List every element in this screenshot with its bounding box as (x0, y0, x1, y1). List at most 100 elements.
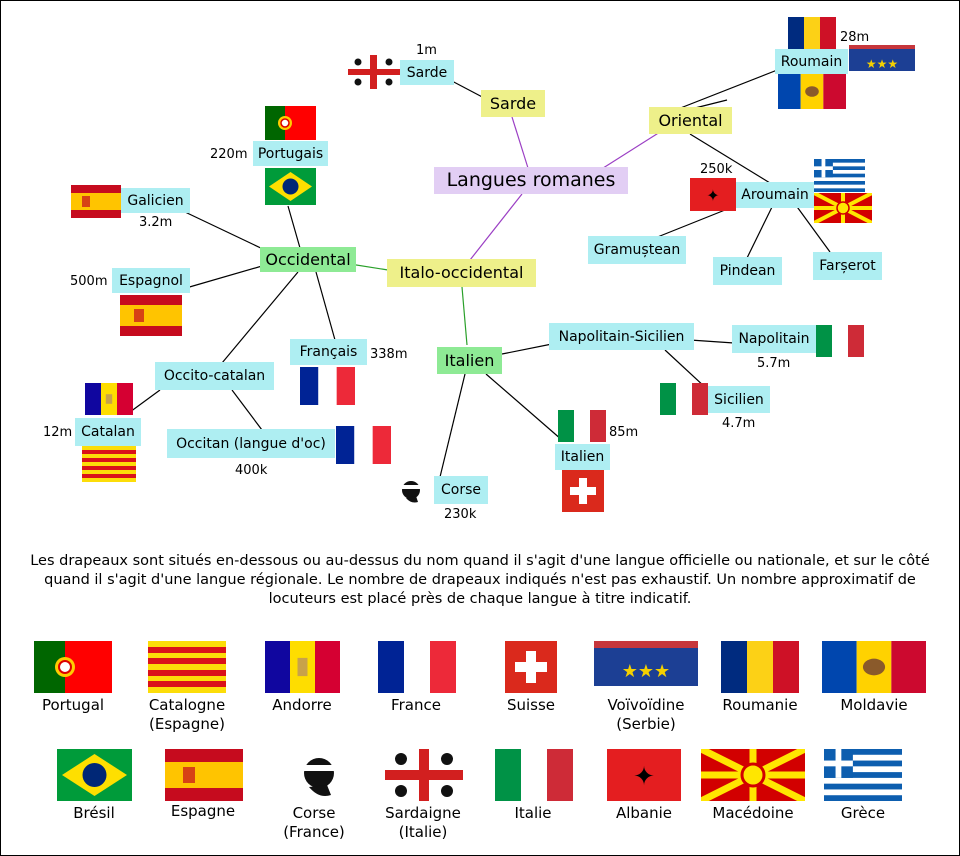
legend-label-bresil: Brésil (73, 804, 115, 822)
edge-occidental-occitocatalan (221, 271, 299, 364)
svg-text:✦: ✦ (706, 186, 719, 205)
legend-greece-flag-icon (824, 749, 902, 801)
edge-occidental-galicien (184, 211, 266, 251)
green-edges (349, 263, 468, 346)
legend-label-italie: Italie (514, 804, 552, 822)
lang-occito-catalan: Occito-catalan (155, 362, 274, 390)
legend-corsica-flag-icon (293, 749, 345, 801)
speakers-espagnol: 500m (70, 274, 108, 289)
catalonia-flag-icon (82, 446, 136, 482)
italy-flag-icon (816, 325, 864, 357)
edge-occidental-espagnol (185, 265, 263, 289)
lang-aroumain: Aroumain (736, 182, 814, 208)
vojvodina-flag-icon: ★★★ (849, 45, 915, 75)
legend-label-suisse: Suisse (506, 696, 556, 714)
lang-gramustean: Gramuștean (588, 236, 686, 264)
legend-label-corse: Corse (France) (283, 804, 345, 841)
speakers-napolitain: 5.7m (757, 356, 791, 371)
lang-galicien: Galicien (121, 188, 190, 213)
macedonia-flag-icon (814, 193, 872, 223)
legend-catalonia-flag-icon (148, 641, 226, 693)
root-edges (469, 116, 661, 261)
lang-sarde: Sarde (400, 60, 454, 85)
legend-andorra-flag-icon (265, 641, 340, 693)
edge-aroumain-pindean (746, 204, 774, 259)
explanatory-note: Les drapeaux sont situés en-dessous ou a… (30, 553, 930, 607)
lang-francais: Français (290, 339, 367, 365)
speakers-galicien: 3.2m (139, 215, 173, 230)
legend-label-moldavie: Moldavie (840, 696, 908, 714)
legend-spain-flag-icon (165, 749, 243, 801)
edge-root-sarde (511, 116, 529, 169)
legend-label-catalogne: Catalogne (Espagne) (148, 696, 226, 733)
lang-sicilien: Sicilien (708, 386, 770, 413)
lang-farserot: Farșerot (813, 252, 882, 280)
speakers-sicilien: 4.7m (722, 416, 756, 431)
legend-albania-flag-icon: ✦ (607, 749, 681, 801)
edge-oriental-aroumain (689, 133, 771, 184)
legend-italy-flag-icon (495, 749, 573, 801)
legend-label-andorre: Andorre (272, 696, 332, 714)
legend-label-albanie: Albanie (615, 804, 673, 822)
branch-sarde: Sarde (481, 90, 545, 117)
lang-napolitain-sicilien: Napolitain-Sicilien (549, 323, 694, 350)
legend-moldova-flag-icon (822, 641, 926, 693)
france-flag-icon (300, 367, 355, 405)
italy-flag-icon (660, 383, 708, 415)
lang-italien: Italien (555, 444, 610, 470)
romania-flag-icon (788, 17, 836, 49)
italy-flag-icon (558, 410, 606, 442)
svg-text:✦: ✦ (633, 762, 655, 792)
speakers-francais: 338m (370, 347, 408, 362)
legend-label-macedoine: Macédoine (712, 804, 794, 822)
legend-romania-flag-icon (721, 641, 799, 693)
legend-label-voivodine: Voïvoïdine (Serbie) (607, 696, 685, 733)
leaf-edges (129, 64, 831, 478)
branch-italo-occidental: Italo-occidental (387, 259, 536, 287)
spain-flag-icon (71, 185, 121, 218)
edge-occitocatalan-occitan (231, 389, 263, 431)
edge-italien-corse (439, 373, 466, 478)
legend-label-espagne: Espagne (170, 802, 236, 820)
legend-macedonia-flag-icon (701, 749, 805, 801)
legend-vojvodina-flag-icon: ★★★ (594, 641, 698, 693)
lang-catalan: Catalan (75, 418, 141, 446)
speakers-aroumain: 250k (700, 162, 733, 177)
edge-italien-italien (485, 373, 563, 441)
legend-label-grece: Grèce (840, 804, 886, 822)
legend-portugal-flag-icon (34, 641, 112, 693)
sardinia-flag-icon (348, 55, 400, 89)
edge-napsic-napolitain (689, 339, 735, 344)
legend-sardinia-flag-icon (385, 749, 463, 801)
edge-root-oriental (599, 131, 661, 171)
lang-roumain: Roumain (775, 49, 848, 74)
svg-text:★★★: ★★★ (622, 661, 670, 682)
albania-flag-icon: ✦ (690, 178, 736, 211)
root-node: Langues romanes (434, 167, 628, 194)
legend-switzerland-flag-icon (505, 641, 557, 693)
spain-flag-icon (120, 295, 182, 336)
lang-pindean: Pindean (713, 257, 782, 285)
speakers-corse: 230k (444, 507, 477, 522)
lang-corse: Corse (434, 476, 488, 504)
greece-flag-icon (814, 159, 865, 192)
edge-aroumain-farserot (794, 203, 831, 253)
edge-occidental-portugais (287, 205, 301, 249)
lang-espagnol: Espagnol (112, 268, 190, 293)
branch-oriental: Oriental (649, 107, 732, 134)
france-flag-icon (336, 426, 391, 464)
brazil-flag-icon (265, 168, 316, 205)
speakers-catalan: 12m (43, 425, 73, 440)
edge-occitocatalan-catalan (129, 389, 161, 413)
edge-napsic-sicilien (664, 349, 707, 389)
switzerland-flag-icon (562, 470, 604, 512)
lang-napolitain: Napolitain (732, 325, 816, 353)
branch-italien: Italien (437, 347, 502, 374)
moldova-flag-icon (778, 74, 846, 109)
legend-label-france: France (391, 696, 441, 714)
edge-root-italo (469, 193, 523, 261)
lang-occitan: Occitan (langue d'oc) (167, 429, 335, 458)
speakers-roumain: 28m (840, 30, 870, 45)
andorra-flag-icon (85, 383, 133, 415)
